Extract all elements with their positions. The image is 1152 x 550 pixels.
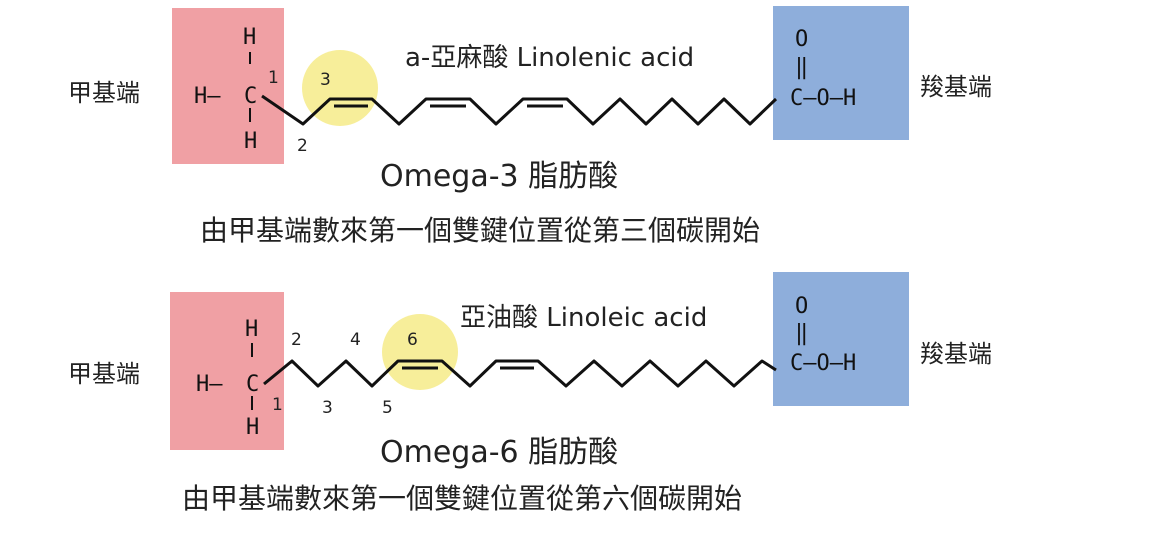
- omega-title: Omega-6 脂肪酸: [380, 435, 618, 470]
- description: 由甲基端數來第一個雙鍵位置從第六個碳開始: [182, 482, 742, 515]
- carbon-number-5: 5: [382, 398, 393, 418]
- carboxyl-double-bond: ‖: [795, 321, 808, 346]
- carbon-number-1: 1: [268, 68, 279, 88]
- methyl-h-left: H–: [196, 372, 223, 397]
- carbon-number-2: 2: [297, 136, 308, 156]
- methyl-carbon: C: [244, 84, 257, 109]
- omega-title: Omega-3 脂肪酸: [380, 159, 618, 194]
- methyl-h-bottom: H: [246, 415, 259, 440]
- carboxyl-o-top: O: [795, 27, 808, 52]
- carboxyl-double-bond: ‖: [795, 55, 808, 80]
- methyl-end-box: [172, 8, 284, 164]
- methyl-h-left: H–: [194, 84, 221, 109]
- carboxyl-end-box: [773, 272, 909, 406]
- carbon-number-1: 1: [272, 395, 283, 415]
- methyl-h-top: H: [243, 25, 256, 50]
- carboxyl-group: C–O–H: [790, 351, 856, 376]
- methyl-h-top: H: [245, 317, 258, 342]
- methyl-h-bottom: H: [244, 129, 257, 154]
- acid-name: a-亞麻酸 Linolenic acid: [405, 43, 694, 73]
- omega3-diagram: 甲基端 羧基端 H H– C H 1 2 3 O ‖ C–O–H a-亞麻酸 L…: [68, 6, 992, 247]
- methyl-end-label: 甲基端: [68, 79, 140, 107]
- carboxyl-group: C–O–H: [790, 86, 856, 111]
- double-bond-highlight: [382, 314, 458, 390]
- description: 由甲基端數來第一個雙鍵位置從第三個碳開始: [200, 214, 760, 247]
- carbon-number-3: 3: [320, 70, 331, 90]
- carbon-chain: [261, 94, 778, 126]
- carbon-number-6: 6: [407, 330, 418, 350]
- carboxyl-end-box: [773, 6, 909, 140]
- carboxyl-end-label: 羧基端: [920, 340, 992, 368]
- methyl-carbon: C: [246, 372, 259, 397]
- methyl-end-box: [170, 292, 284, 450]
- methyl-end-label: 甲基端: [68, 360, 140, 388]
- carbon-chain: [263, 359, 777, 388]
- acid-name: 亞油酸 Linoleic acid: [460, 303, 707, 333]
- carbon-number-3: 3: [322, 398, 333, 418]
- carbon-number-2: 2: [291, 330, 302, 350]
- carboxyl-o-top: O: [795, 294, 808, 319]
- carboxyl-end-label: 羧基端: [920, 73, 992, 101]
- carbon-number-4: 4: [350, 330, 361, 350]
- omega6-diagram: 甲基端 羧基端 H H– C H 1 2 3 4 5 6 O ‖ C–O–H 亞…: [68, 272, 992, 515]
